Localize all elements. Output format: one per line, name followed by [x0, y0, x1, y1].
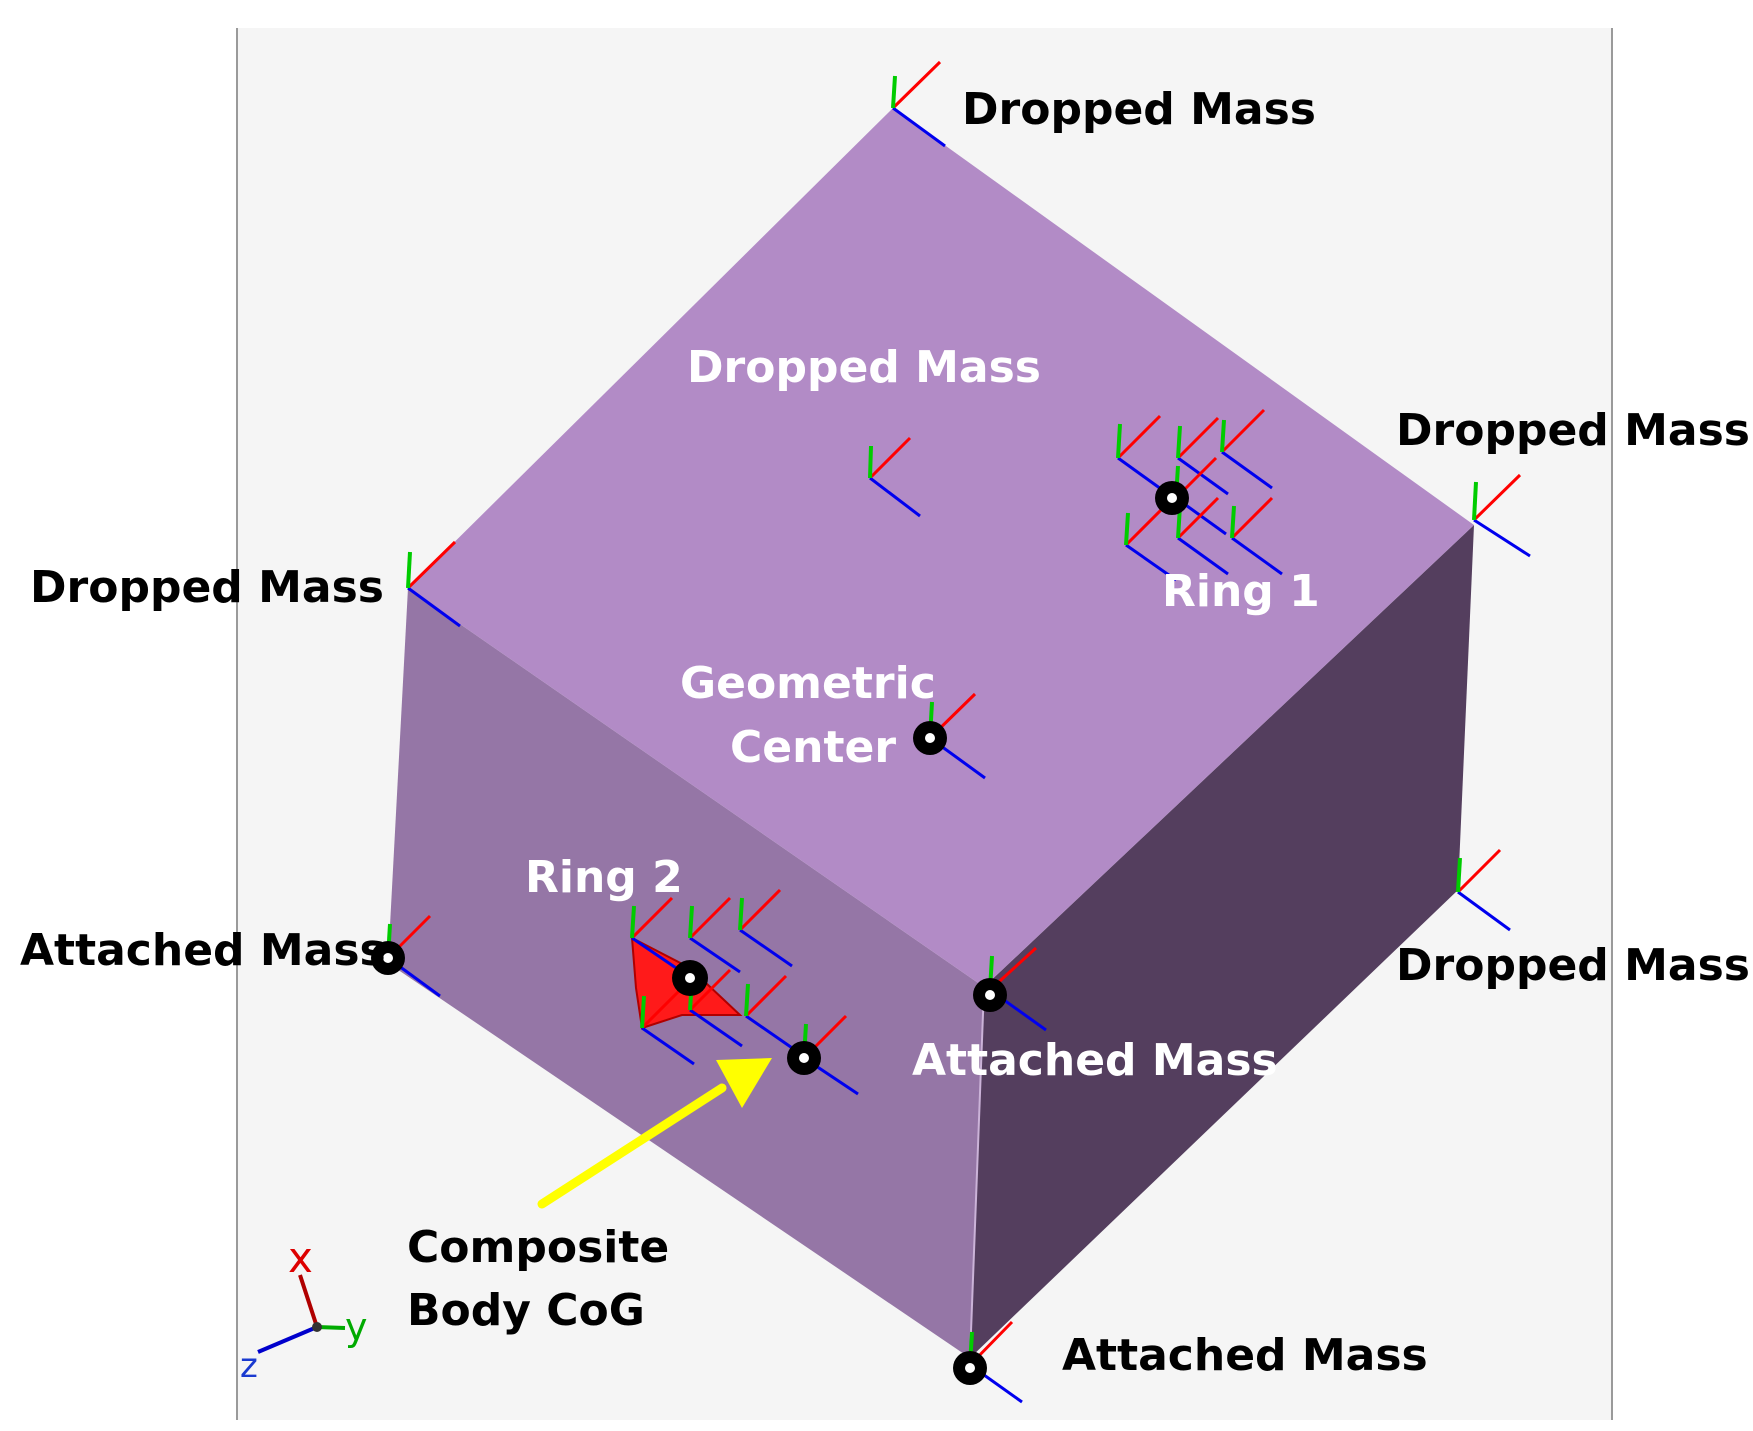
- box-top-face: [408, 108, 1474, 987]
- ring-2-frames: [630, 888, 799, 1066]
- triad-origin: [312, 1322, 322, 1332]
- label-attached-mass-center: Attached Mass: [912, 1035, 1278, 1086]
- geometric-center-marker: [913, 721, 947, 755]
- box-right-face: [970, 525, 1474, 1358]
- triad-y-label: y: [345, 1305, 368, 1349]
- box-edge-front: [969, 986, 985, 1359]
- triad-z-axis: [257, 1325, 318, 1354]
- frame-left-corner: [406, 540, 461, 628]
- triad-z-label: z: [240, 1346, 258, 1386]
- frame-right-corner: [1472, 473, 1531, 558]
- attached-mass-bottom-marker: [953, 1351, 987, 1385]
- label-composite-line1: Composite: [407, 1222, 669, 1273]
- label-dropped-mass-left: Dropped Mass: [30, 562, 384, 613]
- frame-lower-right-corner: [1456, 848, 1511, 932]
- label-dropped-mass-top: Dropped Mass: [962, 84, 1316, 135]
- label-ring-2: Ring 2: [525, 852, 683, 903]
- triad-x-label: x: [288, 1233, 313, 1282]
- frame-face-center: [868, 436, 921, 518]
- label-ring-1: Ring 1: [1162, 566, 1320, 617]
- attached-mass-center-marker: [973, 978, 1007, 1012]
- label-dropped-mass-lower-right: Dropped Mass: [1396, 940, 1750, 991]
- label-attached-mass-bottom: Attached Mass: [1062, 1330, 1428, 1381]
- label-dropped-mass-right: Dropped Mass: [1396, 405, 1750, 456]
- ring-1-marker: [1155, 481, 1189, 515]
- composite-cog-pointer-arrow: [537, 1058, 772, 1209]
- axis-triad: x y z: [240, 1233, 368, 1386]
- label-composite-line2: Body CoG: [407, 1285, 645, 1336]
- composite-cog-marker: [787, 1041, 821, 1075]
- ring-2-marker: [672, 960, 708, 996]
- triad-x-axis: [298, 1274, 319, 1328]
- label-geometric-center-line1: Geometric: [680, 658, 936, 709]
- label-attached-mass-left: Attached Mass: [20, 925, 386, 976]
- attached-mass-left-marker: [371, 941, 405, 975]
- frame-top-corner: [891, 60, 946, 148]
- label-geometric-center-line2: Center: [730, 722, 896, 773]
- label-dropped-mass-face: Dropped Mass: [687, 342, 1041, 393]
